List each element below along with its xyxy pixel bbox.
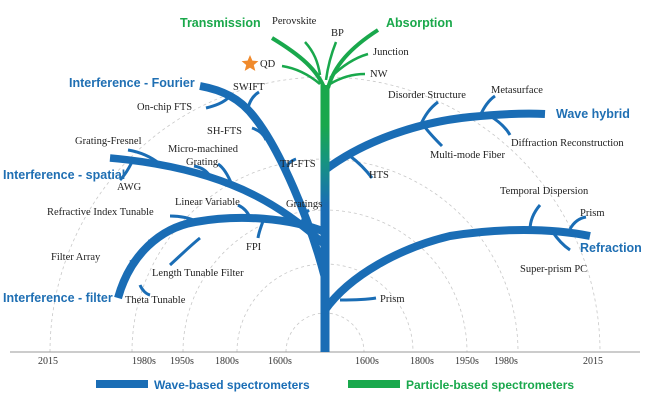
twig-linear-variable xyxy=(237,203,252,219)
twig-prism-right xyxy=(568,215,587,230)
category-refraction: Refraction xyxy=(580,241,642,255)
tick-right-1600s: 1600s xyxy=(355,356,379,367)
leaf-linear-variable: Linear Variable xyxy=(175,197,240,208)
arc-1980s xyxy=(131,158,519,353)
category-wave-hybrid: Wave hybrid xyxy=(556,107,630,121)
twig-super-prism xyxy=(550,230,571,252)
leaf-filter-array: Filter Array xyxy=(51,252,101,263)
tick-right-2015: 2015 xyxy=(583,356,603,367)
leaf-theta-tunable: Theta Tunable xyxy=(125,295,186,306)
leaf-gratings: Gratings xyxy=(286,199,322,210)
twig-hts xyxy=(349,154,374,179)
twig-sh-fts xyxy=(251,126,268,141)
legend-particle-swatch xyxy=(348,380,400,388)
leaf-temporal-dispersion: Temporal Dispersion xyxy=(500,186,589,197)
tick-right-1950s: 1950s xyxy=(455,356,479,367)
leaf-prism-low: Prism xyxy=(380,294,405,305)
leaf-metasurface: Metasurface xyxy=(491,85,543,96)
wave-branches xyxy=(109,82,591,313)
tick-left-1980s: 1980s xyxy=(132,356,156,367)
leaf-grating-fresnel: Grating-Fresnel xyxy=(75,136,142,147)
leaf-nw: NW xyxy=(370,69,388,80)
green-left-main xyxy=(270,36,327,91)
twig-onchip-fts xyxy=(205,94,232,110)
leaf-junction: Junction xyxy=(373,47,409,58)
tick-left-1600s: 1600s xyxy=(268,356,292,367)
leaf-th-fts: TH-FTS xyxy=(280,159,316,170)
leaf-length-tunable-filter: Length Tunable Filter xyxy=(152,268,244,279)
green-perovskite xyxy=(304,41,322,76)
legend-wave-swatch xyxy=(96,380,148,388)
twig-th-fts xyxy=(286,157,297,171)
leaf-refractive-index-tunable: Refractive Index Tunable xyxy=(47,207,154,218)
category-absorption: Absorption xyxy=(386,16,453,30)
green-bp xyxy=(324,41,338,81)
leaf-awg: AWG xyxy=(117,182,142,193)
category-interference-spatial: Interference - spatial xyxy=(3,168,125,182)
legend: Wave-based spectrometers Particle-based … xyxy=(96,378,574,392)
legend-particle-label: Particle-based spectrometers xyxy=(406,378,574,392)
twig-theta-tunable xyxy=(138,284,151,297)
leaf-diffraction-reconstruction: Diffraction Reconstruction xyxy=(511,138,624,149)
twig-refractive-index xyxy=(169,214,199,224)
twig-grating xyxy=(193,164,212,177)
tick-left-1950s: 1950s xyxy=(170,356,194,367)
tick-right-1800s: 1800s xyxy=(410,356,434,367)
branch-filter xyxy=(114,213,327,300)
branch-refraction xyxy=(321,226,591,313)
tick-right-1980s: 1980s xyxy=(494,356,518,367)
leaf-onchip-fts: On-chip FTS xyxy=(137,102,192,113)
twig-swift xyxy=(246,90,260,109)
particle-branches xyxy=(270,28,380,91)
twig-metasurface xyxy=(478,94,496,117)
twig-temporal-dispersion xyxy=(528,204,542,231)
leaf-prism-right: Prism xyxy=(580,208,605,219)
twig-grating-fresnel xyxy=(127,148,161,166)
leaf-bp: BP xyxy=(331,28,344,39)
leaf-super-prism-pc: Super-prism PC xyxy=(520,264,587,275)
twig-awg xyxy=(118,161,134,182)
category-transmission: Transmission xyxy=(180,16,261,30)
green-nw xyxy=(329,72,366,86)
green-junction xyxy=(329,52,369,79)
time-axis-labels: 2015 1980s 1950s 1800s 1600s 1600s 1800s… xyxy=(38,356,603,367)
qd-star-icon xyxy=(241,55,259,71)
twig-gratings xyxy=(300,208,310,223)
category-interference-filter: Interference - filter xyxy=(3,291,113,305)
leaf-swift: SWIFT xyxy=(233,82,265,93)
twig-filter-array xyxy=(129,239,152,264)
tick-left-1800s: 1800s xyxy=(215,356,239,367)
leaf-sh-fts: SH-FTS xyxy=(207,126,242,137)
twig-diffraction xyxy=(489,114,512,136)
twig-prism-low xyxy=(339,296,377,302)
category-interference-fourier: Interference - Fourier xyxy=(69,76,195,90)
tick-left-2015: 2015 xyxy=(38,356,58,367)
arc-2015 xyxy=(49,76,601,353)
twig-micro-machined xyxy=(217,162,234,186)
leaf-qd: QD xyxy=(260,59,276,70)
leaf-perovskite: Perovskite xyxy=(272,16,317,27)
leaf-hts: HTS xyxy=(369,170,389,181)
leaf-grating: Grating xyxy=(186,157,219,168)
twig-length-tunable xyxy=(168,236,201,267)
leaf-disorder-structure: Disorder Structure xyxy=(388,90,466,101)
legend-wave-label: Wave-based spectrometers xyxy=(154,378,310,392)
twig-multimode xyxy=(422,125,444,148)
twig-fpi xyxy=(256,215,267,239)
green-right-main xyxy=(326,28,380,89)
green-qd xyxy=(281,64,321,85)
leaf-fpi: FPI xyxy=(246,242,262,253)
branch-wave-hybrid xyxy=(322,109,546,174)
trunk xyxy=(320,85,330,352)
leaf-multimode-fiber: Multi-mode Fiber xyxy=(430,150,505,161)
leaf-micro-machined: Micro-machined xyxy=(168,144,239,155)
twig-disorder-structure xyxy=(418,100,439,127)
